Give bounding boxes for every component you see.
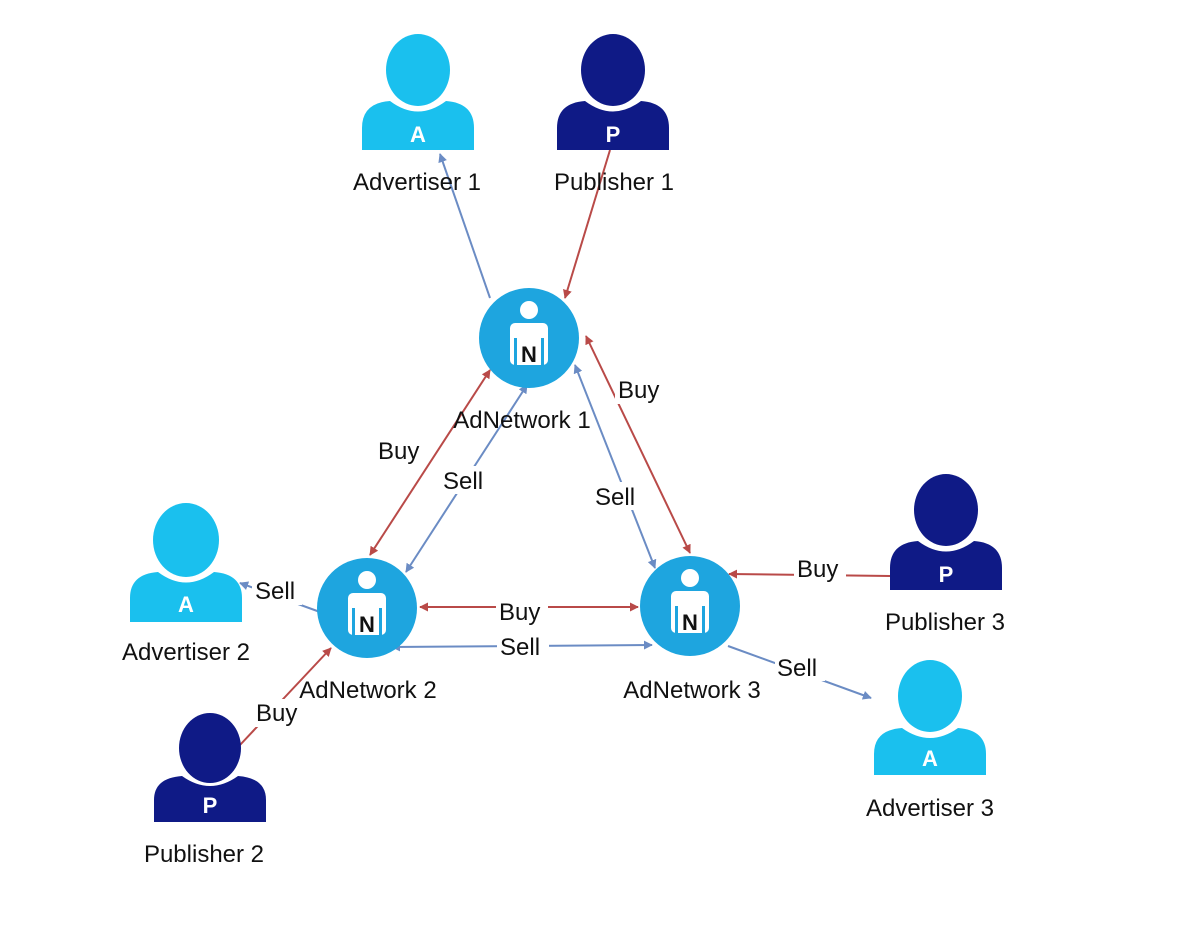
edge-label-buy-n1-n3: Buy bbox=[618, 377, 659, 404]
advertiser-badge: A bbox=[178, 592, 194, 617]
edge-label-sell-n1-n2: Sell bbox=[443, 468, 483, 495]
edge-adnetwork1-to-advertiser1 bbox=[438, 153, 491, 299]
edge-label-buy-p3-n3: Buy bbox=[797, 556, 838, 583]
node-advertiser-2: A Advertiser 2 bbox=[122, 503, 250, 666]
edge-label-buy-p2-n2: Buy bbox=[256, 700, 297, 727]
network-badge: N bbox=[521, 342, 537, 367]
edge-label-sell-n3-a3: Sell bbox=[777, 655, 817, 682]
node-adnetwork-2: N AdNetwork 2 bbox=[299, 558, 437, 704]
network-badge: N bbox=[682, 610, 698, 635]
edge-sell-adnetwork1-adnetwork3 bbox=[573, 364, 657, 569]
publisher-badge: P bbox=[203, 793, 218, 818]
network-person-icon bbox=[348, 571, 386, 635]
edge-label-sell-n2-n3: Sell bbox=[500, 634, 540, 661]
adnetwork-3-label: AdNetwork 3 bbox=[623, 677, 760, 704]
publisher-badge: P bbox=[939, 562, 954, 587]
edge-label-buy-n1-n2: Buy bbox=[378, 438, 419, 465]
node-adnetwork-3: N AdNetwork 3 bbox=[623, 556, 761, 704]
advertiser-2-label: Advertiser 2 bbox=[122, 639, 250, 666]
publisher-3-label: Publisher 3 bbox=[885, 609, 1005, 636]
edge-labels: Buy Sell Buy Sell Buy Sell Sell Buy Buy … bbox=[252, 376, 846, 727]
node-adnetwork-1: N AdNetwork 1 bbox=[453, 288, 591, 434]
publisher-person-icon bbox=[557, 34, 669, 150]
advertiser-badge: A bbox=[922, 746, 938, 771]
adnetwork-1-label: AdNetwork 1 bbox=[453, 407, 590, 434]
node-advertiser-1: A Advertiser 1 bbox=[353, 34, 481, 196]
edge-buy-publisher2-adnetwork2 bbox=[239, 647, 332, 746]
advertiser-badge: A bbox=[410, 122, 426, 147]
edge-publisher1-to-adnetwork1 bbox=[563, 149, 611, 299]
publisher-1-label: Publisher 1 bbox=[554, 169, 674, 196]
edge-label-sell-n2-a2: Sell bbox=[255, 578, 295, 605]
network-person-icon bbox=[510, 301, 548, 365]
advertiser-person-icon bbox=[874, 660, 986, 775]
advertiser-person-icon bbox=[130, 503, 242, 622]
node-publisher-3: P Publisher 3 bbox=[885, 474, 1005, 636]
network-person-icon bbox=[671, 569, 709, 633]
edge-label-buy-n2-n3: Buy bbox=[499, 599, 540, 626]
edges bbox=[239, 149, 893, 746]
edge-buy-adnetwork1-adnetwork3 bbox=[585, 335, 691, 554]
adnetwork-2-label: AdNetwork 2 bbox=[299, 677, 436, 704]
node-publisher-2: P Publisher 2 bbox=[144, 713, 266, 868]
network-badge: N bbox=[359, 612, 375, 637]
publisher-person-icon bbox=[890, 474, 1002, 590]
publisher-2-label: Publisher 2 bbox=[144, 841, 264, 868]
advertiser-person-icon bbox=[362, 34, 474, 150]
advertiser-1-label: Advertiser 1 bbox=[353, 169, 481, 196]
edge-label-sell-n1-n3: Sell bbox=[595, 484, 635, 511]
node-publisher-1: P Publisher 1 bbox=[554, 34, 674, 196]
publisher-person-icon bbox=[154, 713, 266, 822]
advertiser-3-label: Advertiser 3 bbox=[866, 795, 994, 822]
node-advertiser-3: A Advertiser 3 bbox=[866, 660, 994, 822]
publisher-badge: P bbox=[606, 122, 621, 147]
